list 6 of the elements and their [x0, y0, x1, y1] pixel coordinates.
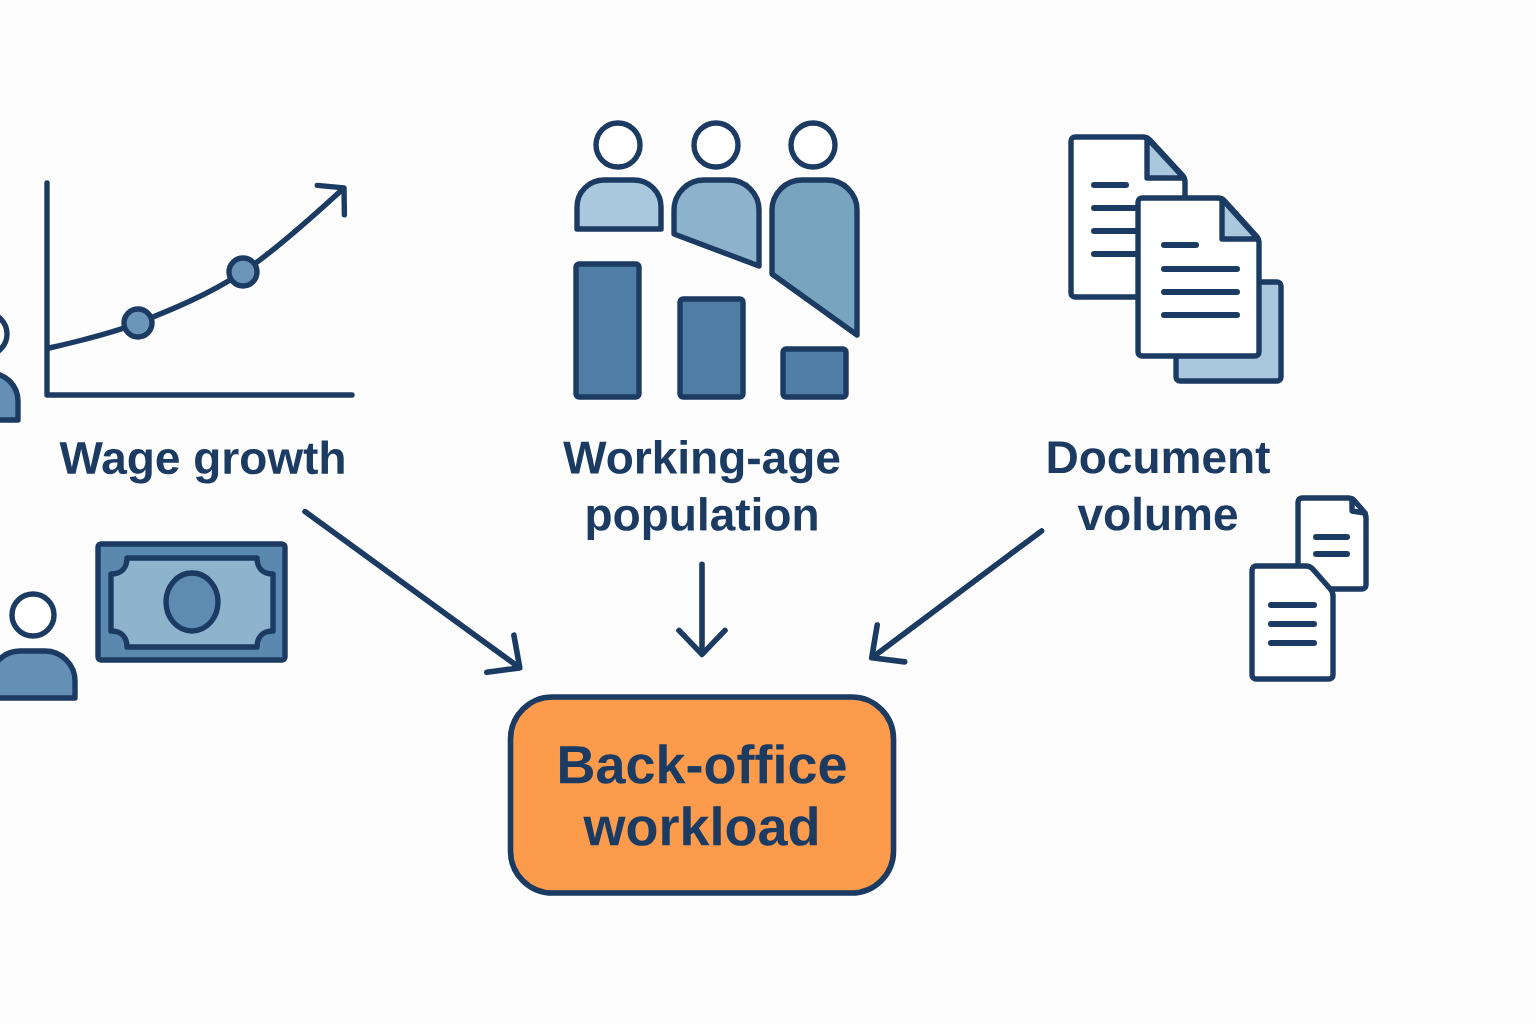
arrow: [868, 528, 1045, 665]
text-label: Document volume: [1048, 441, 1270, 531]
arrow: [302, 508, 523, 676]
rounded-box: Back-office workload: [507, 694, 897, 896]
text-label: Wage growth: [59, 440, 344, 484]
text-label: Working-age population: [563, 440, 840, 540]
